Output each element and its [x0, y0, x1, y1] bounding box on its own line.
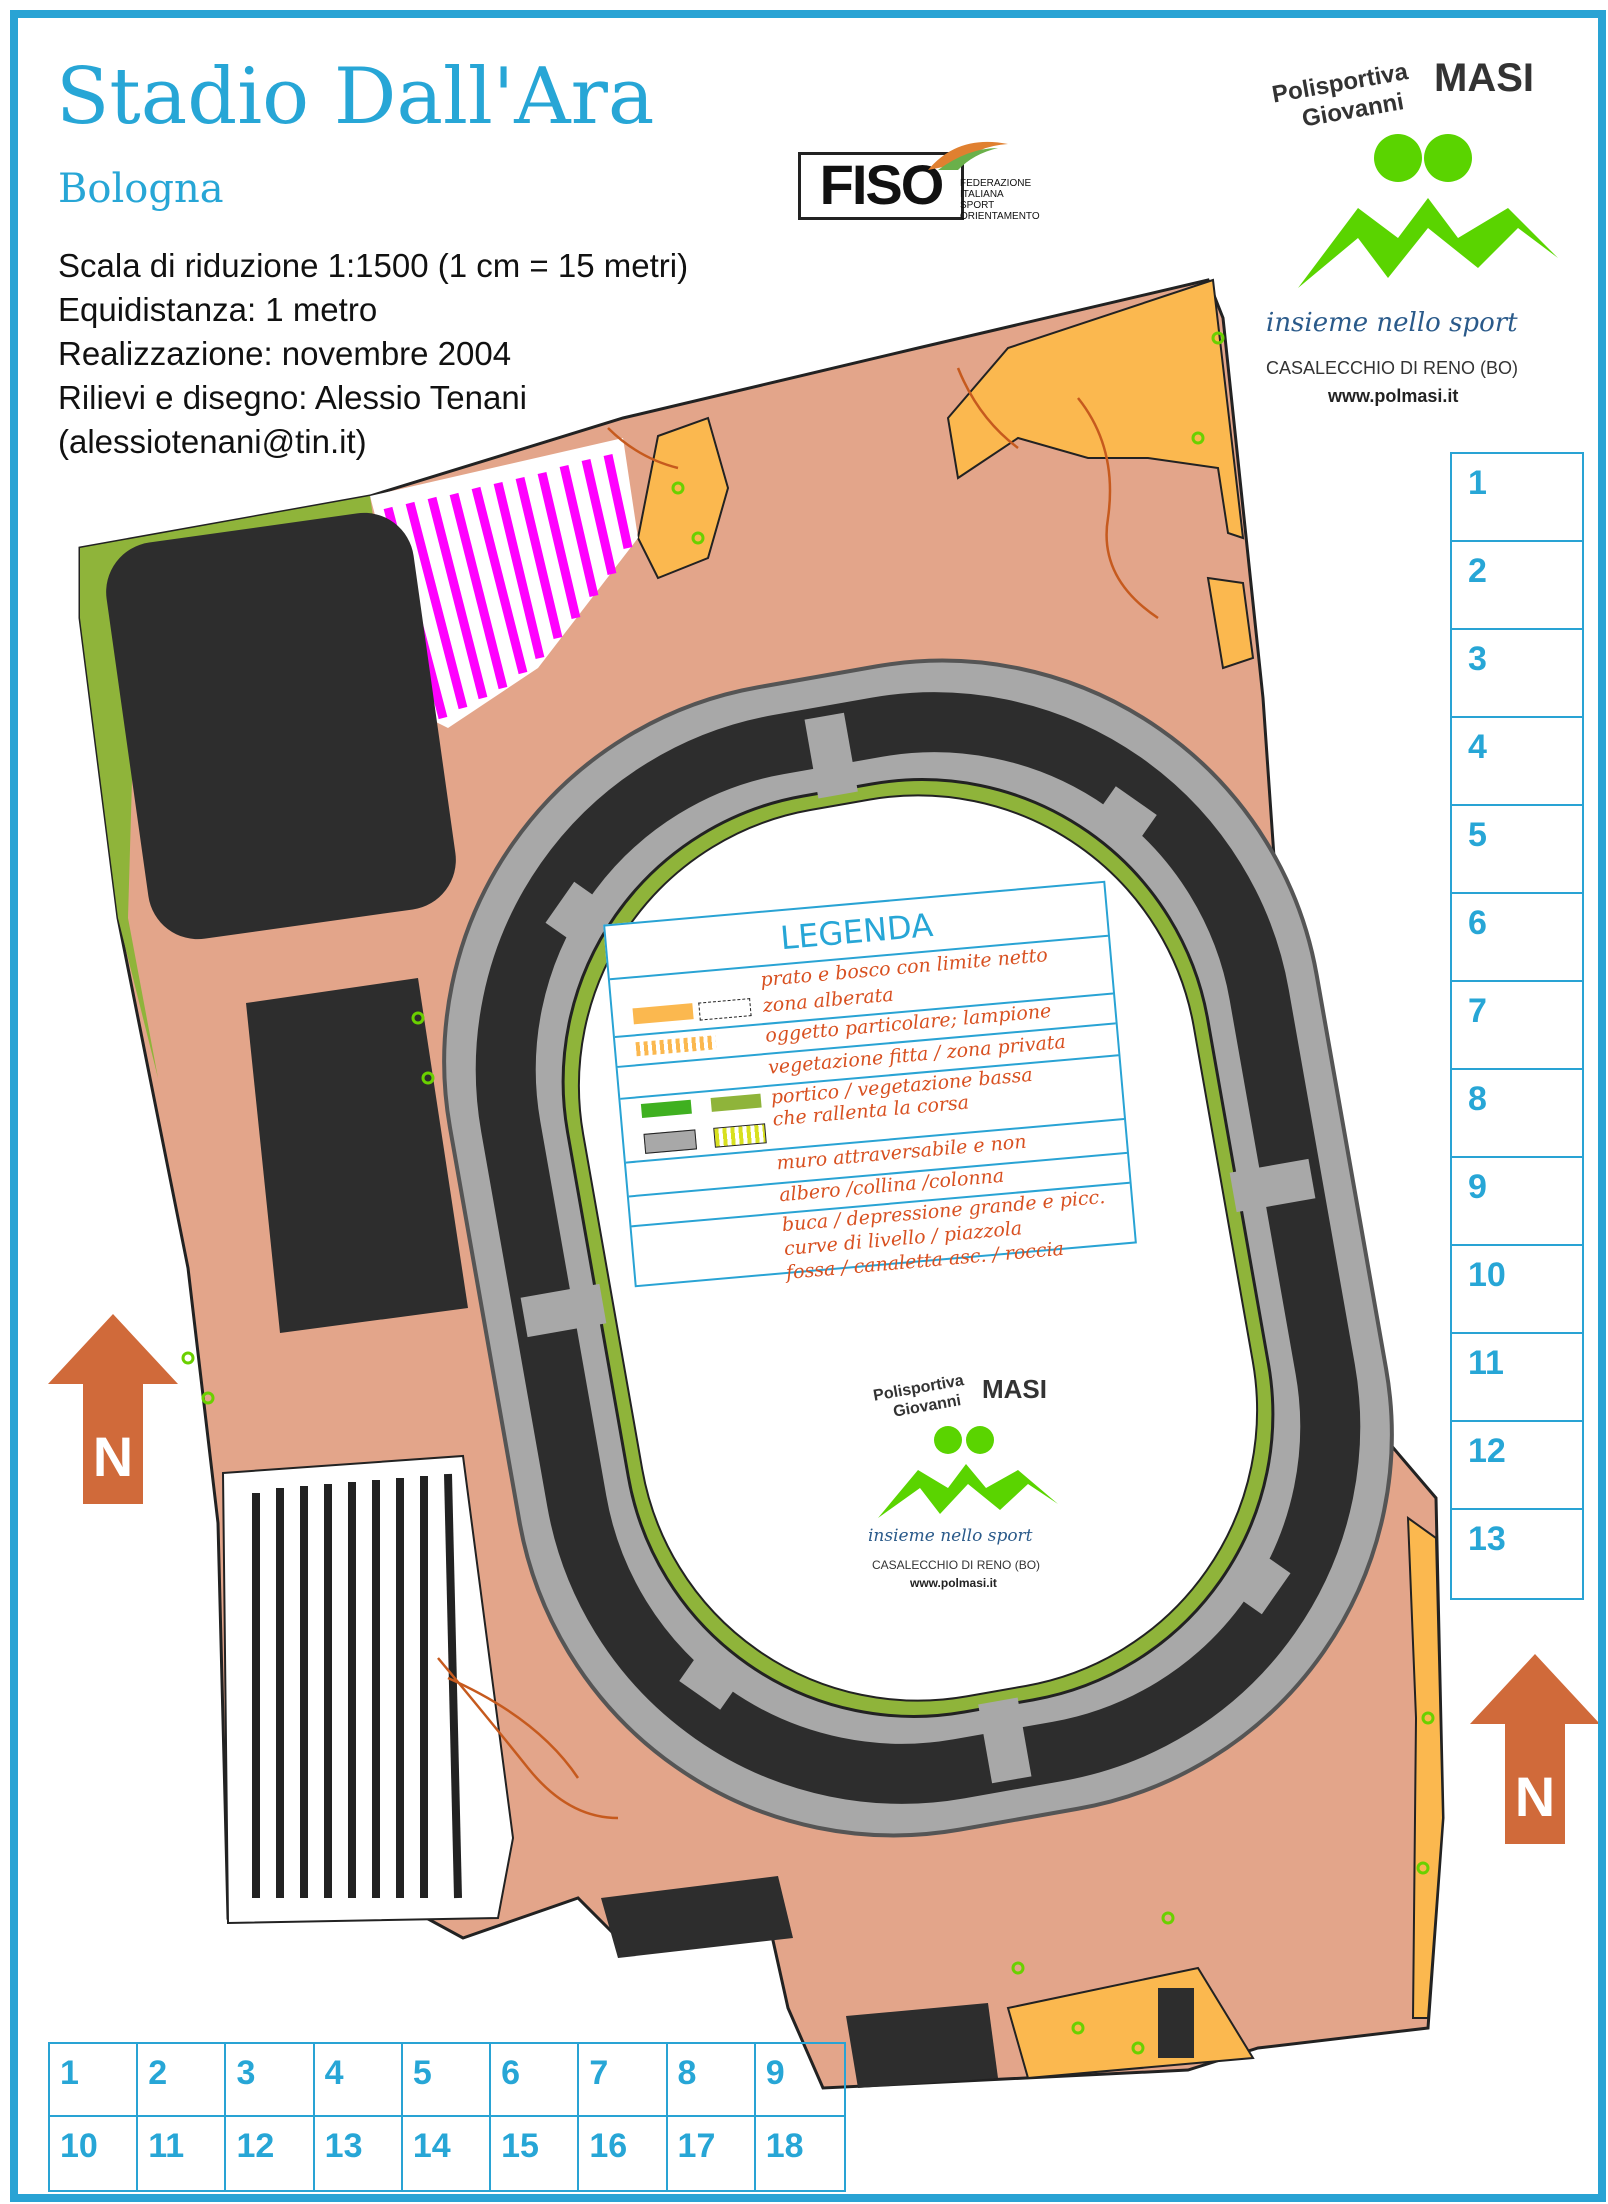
bird-icon: [928, 141, 1008, 170]
north-arrow-icon: [48, 1314, 178, 1504]
club-slogan-small: insieme nello sport: [868, 1526, 1033, 1546]
club-name-bold-small: MASI: [982, 1374, 1047, 1404]
building-bottom-center: [601, 1876, 793, 1958]
control-box: 14: [403, 2117, 492, 2190]
control-box: 2: [138, 2044, 227, 2117]
club-logo-top: Polisportiva Giovanni MASI insieme nello…: [1258, 48, 1588, 406]
legend-low-veg-swatch: [713, 1123, 767, 1148]
north-letter: N: [92, 1425, 134, 1488]
control-box: 11: [1452, 1334, 1582, 1422]
control-box: 4: [1452, 718, 1582, 806]
building-bottom: [846, 2003, 998, 2088]
map-info: Scala di riduzione 1:1500 (1 cm = 15 met…: [58, 244, 688, 464]
control-box: 13: [1468, 1520, 1506, 1558]
map-subtitle: Bologna: [58, 166, 224, 212]
fiso-logo-text: FISO: [798, 152, 964, 220]
email-line: (alessiotenani@tin.it): [58, 423, 367, 460]
control-box: 10: [1452, 1246, 1582, 1334]
legend-private-swatch: [710, 1093, 762, 1112]
runners-icon: [1298, 134, 1558, 288]
club-town-small: CASALECCHIO DI RENO (BO): [872, 1558, 1041, 1572]
control-box: 17: [668, 2117, 756, 2190]
building-top-left: [106, 512, 456, 940]
legend-trees-swatch: [635, 1035, 717, 1057]
author-line: Rilievi e disegno: Alessio Tenani: [58, 379, 528, 416]
open-land-right-bottom: [1406, 1515, 1445, 2019]
parking-lot: [221, 1454, 515, 1925]
legend-dense-swatch: [640, 1099, 692, 1118]
control-box: 11: [138, 2117, 227, 2190]
trees: [181, 331, 1435, 2055]
open-land-top-right: [946, 278, 1245, 540]
north-arrow-left: N: [48, 1314, 178, 1504]
north-arrow-icon: [1470, 1654, 1598, 1844]
control-box: 3: [226, 2044, 315, 2117]
control-box: 4: [314, 2044, 403, 2117]
fiso-logo: FISO FEDERAZIONE ITALIANA SPORT ORIENTAM…: [798, 134, 1048, 224]
legend-open-land-swatch: [632, 1003, 694, 1025]
control-box: 6: [491, 2044, 580, 2117]
control-box: 5: [402, 2044, 492, 2117]
north-letter: N: [1514, 1765, 1556, 1828]
control-box: 8: [1452, 1070, 1582, 1158]
vegetation-top-left: [80, 496, 374, 1078]
map-title: Stadio Dall'Ara: [56, 52, 655, 142]
forbidden-hatch: [383, 454, 633, 720]
control-box: 1: [50, 2044, 139, 2117]
control-box: 13: [315, 2117, 403, 2190]
control-box: 1: [1452, 454, 1582, 542]
date-line: Realizzazione: novembre 2004: [58, 335, 512, 372]
club-website: www.polmasi.it: [1328, 386, 1459, 406]
club-slogan: insieme nello sport: [1266, 308, 1518, 338]
map-frame: Stadio Dall'Ara Bologna Scala di riduzio…: [10, 10, 1606, 2202]
open-land-right-strip: [1206, 576, 1255, 670]
control-box: 5: [1452, 806, 1582, 894]
club-website-small: www.polmasi.it: [910, 1576, 997, 1590]
control-box: 15: [491, 2117, 580, 2190]
runners-icon-small: [878, 1426, 1058, 1518]
legend-portico-swatch: [643, 1129, 698, 1154]
contour-lines: [437, 367, 1159, 1820]
club-logo-middle: Polisportiva Giovanni MASI insieme nello…: [858, 1368, 1088, 1590]
control-box: 16: [579, 2117, 668, 2190]
control-box: 2: [1452, 542, 1582, 630]
parking-stripes: [252, 1473, 462, 1899]
control-box: 7: [1452, 982, 1582, 1070]
control-box: 10: [50, 2117, 139, 2190]
control-box: 18: [765, 2127, 804, 2165]
fiso-subtitle: FEDERAZIONE ITALIANA SPORT ORIENTAMENTO: [960, 178, 1040, 222]
club-town: CASALECCHIO DI RENO (BO): [1266, 358, 1519, 378]
control-box: 9: [755, 2044, 844, 2117]
control-box: 6: [1452, 894, 1582, 982]
legend: LEGENDA prato e bosco con limite netto z…: [603, 880, 1137, 1288]
legend-forest-swatch: [698, 998, 752, 1021]
control-box: 12: [226, 2117, 315, 2190]
control-box: 3: [1452, 630, 1582, 718]
control-box: 8: [667, 2044, 756, 2117]
building-left-middle: [246, 978, 468, 1333]
north-arrow-right: N: [1470, 1654, 1598, 1844]
control-box: 7: [579, 2044, 668, 2117]
control-box: 9: [1452, 1158, 1582, 1246]
scale-line: Scala di riduzione 1:1500 (1 cm = 15 met…: [58, 247, 689, 284]
contour-interval-line: Equidistanza: 1 metro: [58, 291, 378, 328]
control-box: 12: [1452, 1422, 1582, 1510]
club-name-bold: MASI: [1434, 56, 1534, 100]
building-bottom-right: [1158, 1988, 1194, 2058]
